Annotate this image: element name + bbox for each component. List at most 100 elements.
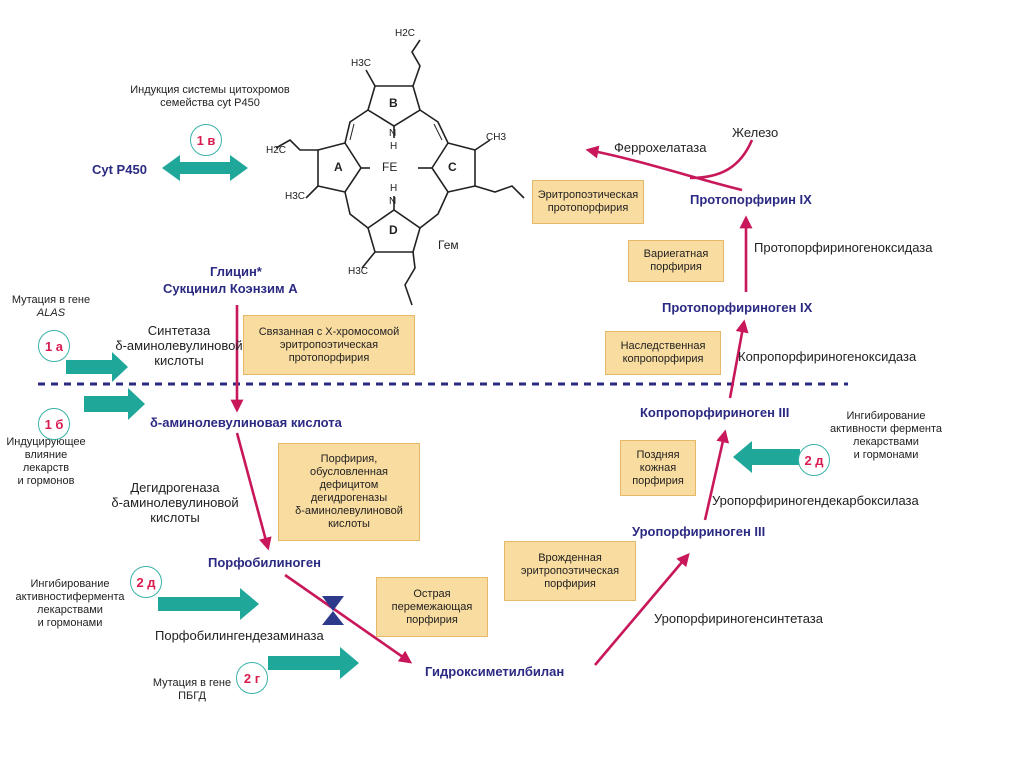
node-glycine: Глицин* [210, 264, 262, 279]
box-vp-line1: Вариегатная [643, 248, 709, 260]
enzyme-uro-synthase: Уропорфириногенсинтетаза [654, 611, 823, 626]
node-iron: Железо [732, 125, 779, 140]
ring-b-label: B [389, 96, 398, 110]
node-succinyl-coa: Сукцинил Коэнзим А [163, 281, 298, 296]
sub-h3c-bottom: H3C [348, 266, 369, 277]
badge-1v: 1 в [190, 124, 222, 156]
box-cep-line2: эритропоэтическая [520, 564, 620, 577]
box-ala-def-line1: Порфирия, [320, 453, 378, 465]
label-cyt-p450: Cyt P450 [92, 162, 147, 177]
sub-ch3-right: CH3 [486, 132, 507, 143]
box-xlinked-line3: протопорфирия [288, 351, 370, 364]
teal-arrow-2d-right [733, 441, 800, 473]
node-protoporphyrinogen-ix: Протопорфириноген IX [662, 300, 813, 315]
ring-c-label: C [448, 160, 457, 174]
badge-2d-right: 2 д [798, 444, 830, 476]
box-epp-line2: протопорфирия [547, 202, 629, 214]
node-coproporphyrinogen-iii: Копропорфириноген III [640, 405, 790, 420]
node-uroporphyrinogen-iii: Уропорфириноген III [632, 524, 766, 539]
enzyme-copro-oxidase: Копропорфириногеноксидаза [738, 349, 917, 364]
annotation-alas-mutation-line1: Мутация в гене [11, 294, 91, 306]
n-bottom-label: N [389, 196, 397, 207]
badge-1a: 1 а [38, 330, 70, 362]
box-aip-line1: Острая [413, 587, 451, 600]
annotation-inhibition-right: Ингибирование активности фермента лекарс… [822, 410, 950, 462]
box-ala-def-line6: кислоты [328, 518, 370, 530]
enzyme-ala-synthase: Синтетаза δ-аминолевулиновой кислоты [104, 323, 254, 368]
enzyme-uro-decarboxylase: Уропорфириногендекарбоксилаза [712, 493, 919, 508]
annotation-inhibition-left: Ингибирование активностифермента лекарст… [14, 578, 126, 630]
annotation-alas-mutation: Мутация в гене ALAS [5, 294, 97, 320]
enzyme-ferrochelatase: Феррохелатаза [614, 140, 707, 155]
enzyme-pbg-deaminase: Порфобилингендезаминаза [155, 628, 324, 643]
teal-arrows [66, 155, 800, 679]
box-ala-def-line2: обусловленная [309, 466, 389, 478]
enzyme-ala-dehydratase-line1: Дегидрогеназа [130, 480, 220, 495]
box-pct-line1: Поздняя [636, 448, 680, 461]
box-xlinked-line1: Связанная с X-хромосомой [258, 325, 400, 338]
enzyme-ala-synthase-line3: кислоты [154, 353, 204, 368]
teal-arrow-1a [66, 352, 128, 382]
box-ala-def-line3: дефицитом [319, 479, 379, 491]
sub-h2c-top: H2C [395, 28, 416, 39]
annotation-cyp-induction-line2: семейства cyt P450 [160, 97, 260, 109]
badge-2g: 2 г [236, 662, 268, 694]
annotation-inhibition-right-line4: и гормонами [853, 449, 919, 461]
annotation-cyp-induction: Индукция системы цитохромов семейства cy… [110, 84, 310, 110]
sub-h2c-left: H2C [266, 145, 287, 156]
annotation-inhibition-left-line2: активностифермента [15, 591, 125, 603]
enzyme-ala-synthase-line1: Синтетаза [147, 323, 211, 338]
teal-arrow-2g [268, 647, 359, 679]
node-porphobilinogen: Порфобилиноген [208, 555, 321, 570]
annotation-drug-induction-line3: и гормонов [17, 475, 75, 487]
h-top-label: H [390, 141, 398, 152]
enzyme-proto-oxidase: Протопорфириногеноксидаза [754, 240, 933, 255]
annotation-pbgd-mutation-line1: Мутация в гене [152, 677, 232, 689]
annotation-pbgd-mutation: Мутация в гене ПБГД [146, 677, 238, 703]
fe-label: FE [382, 160, 398, 174]
enzyme-ala-dehydratase-line3: кислоты [150, 510, 200, 525]
annotation-drug-induction-line1: Индуцирующее [6, 436, 86, 448]
box-xlinked-line2: эритропоэтическая [279, 338, 379, 351]
box-ala-def-line5: δ-аминолевулиновой [295, 505, 403, 517]
annotation-drug-induction: Индуцирующее влияние лекарств и гормонов [4, 436, 88, 488]
box-ala-dehydratase-porphyria: Порфирия, обусловленная дефицитом дегидр… [278, 443, 420, 541]
enzyme-ala-dehydratase-line2: δ-аминолевулиновой [111, 495, 239, 510]
annotation-inhibition-right-line3: лекарствами [853, 436, 919, 448]
node-hydroxymethylbilane: Гидроксиметилбилан [425, 664, 565, 679]
ring-a-label: A [334, 160, 343, 174]
annotation-cyp-induction-line1: Индукция системы цитохромов [130, 84, 290, 96]
box-vp-line2: порфирия [650, 261, 702, 273]
iron-curve [689, 139, 754, 180]
annotation-inhibition-left-line4: и гормонами [37, 617, 103, 629]
h-bottom-label: H [390, 183, 398, 194]
box-epp-line1: Эритропоэтическая [537, 189, 639, 201]
box-hcp-line1: Наследственная [620, 340, 706, 352]
block-marker [322, 596, 344, 625]
annotation-inhibition-right-line1: Ингибирование [846, 410, 926, 422]
heme-structure [275, 39, 525, 306]
enzyme-ala-dehydratase: Дегидрогеназа δ-аминолевулиновой кислоты [100, 480, 250, 525]
pathway-arrows [230, 145, 753, 666]
badge-2d-left: 2 д [130, 566, 162, 598]
box-cep-line3: порфирия [544, 577, 596, 590]
box-pct-line3: порфирия [632, 474, 684, 487]
box-pct-line2: кожная [639, 461, 677, 474]
box-hcp-line2: копропорфирия [622, 353, 704, 365]
teal-double-arrow-cyp [162, 155, 248, 181]
box-ala-def-line4: дегидрогеназы [310, 492, 388, 504]
teal-arrow-2d-left [158, 588, 259, 620]
n-top-label: N [389, 128, 397, 139]
annotation-drug-induction-line2: влияние лекарств [22, 449, 70, 474]
ring-d-label: D [389, 223, 398, 237]
sub-h3c-top-left: H3C [351, 58, 372, 69]
heme-label: Гем [438, 238, 459, 252]
node-ala: δ-аминолевулиновая кислота [150, 415, 342, 430]
box-aip-line2: перемежающая [391, 600, 473, 613]
